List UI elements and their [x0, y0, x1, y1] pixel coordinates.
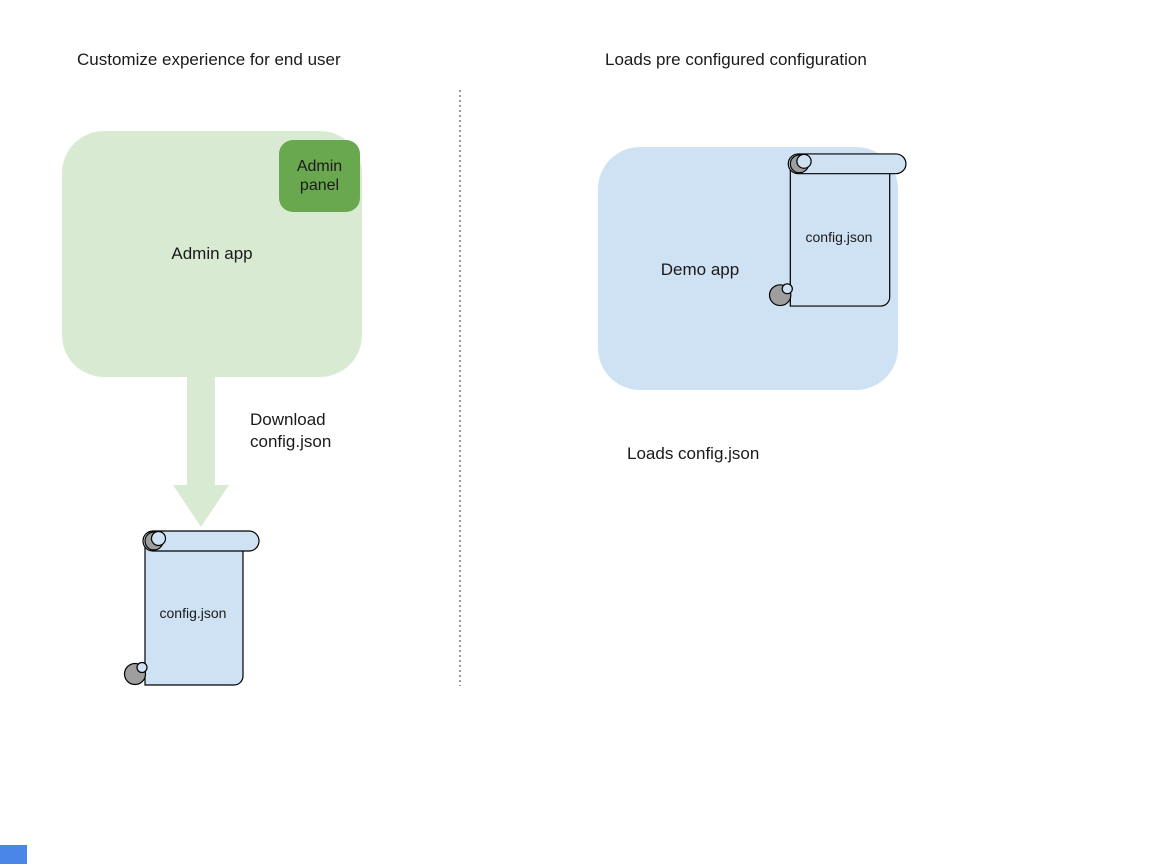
config-file-scroll-left: config.json — [123, 527, 263, 689]
loads-config-caption: Loads config.json — [627, 444, 760, 463]
scroll-shape-icon — [123, 530, 260, 686]
config-file-scroll-right: config.json — [768, 150, 910, 310]
demo-app-label: Demo app — [660, 260, 740, 279]
config-file-label: config.json — [805, 229, 873, 245]
corner-blue-marker — [0, 845, 27, 864]
config-file-label: config.json — [159, 605, 227, 621]
admin-app-label: Admin app — [171, 244, 253, 263]
admin-panel-label: Admin panel — [296, 158, 343, 194]
left-section-title: Customize experience for end user — [77, 50, 341, 69]
right-section-title: Loads pre configured configuration — [605, 50, 867, 69]
section-divider-line — [459, 90, 461, 686]
admin-panel-shape: Admin panel — [279, 140, 360, 212]
download-arrow-caption: Download config.json — [250, 410, 332, 451]
download-arrow — [173, 377, 229, 527]
admin-app-shape: Admin app Admin panel — [62, 131, 362, 377]
scroll-shape-icon — [768, 153, 907, 307]
